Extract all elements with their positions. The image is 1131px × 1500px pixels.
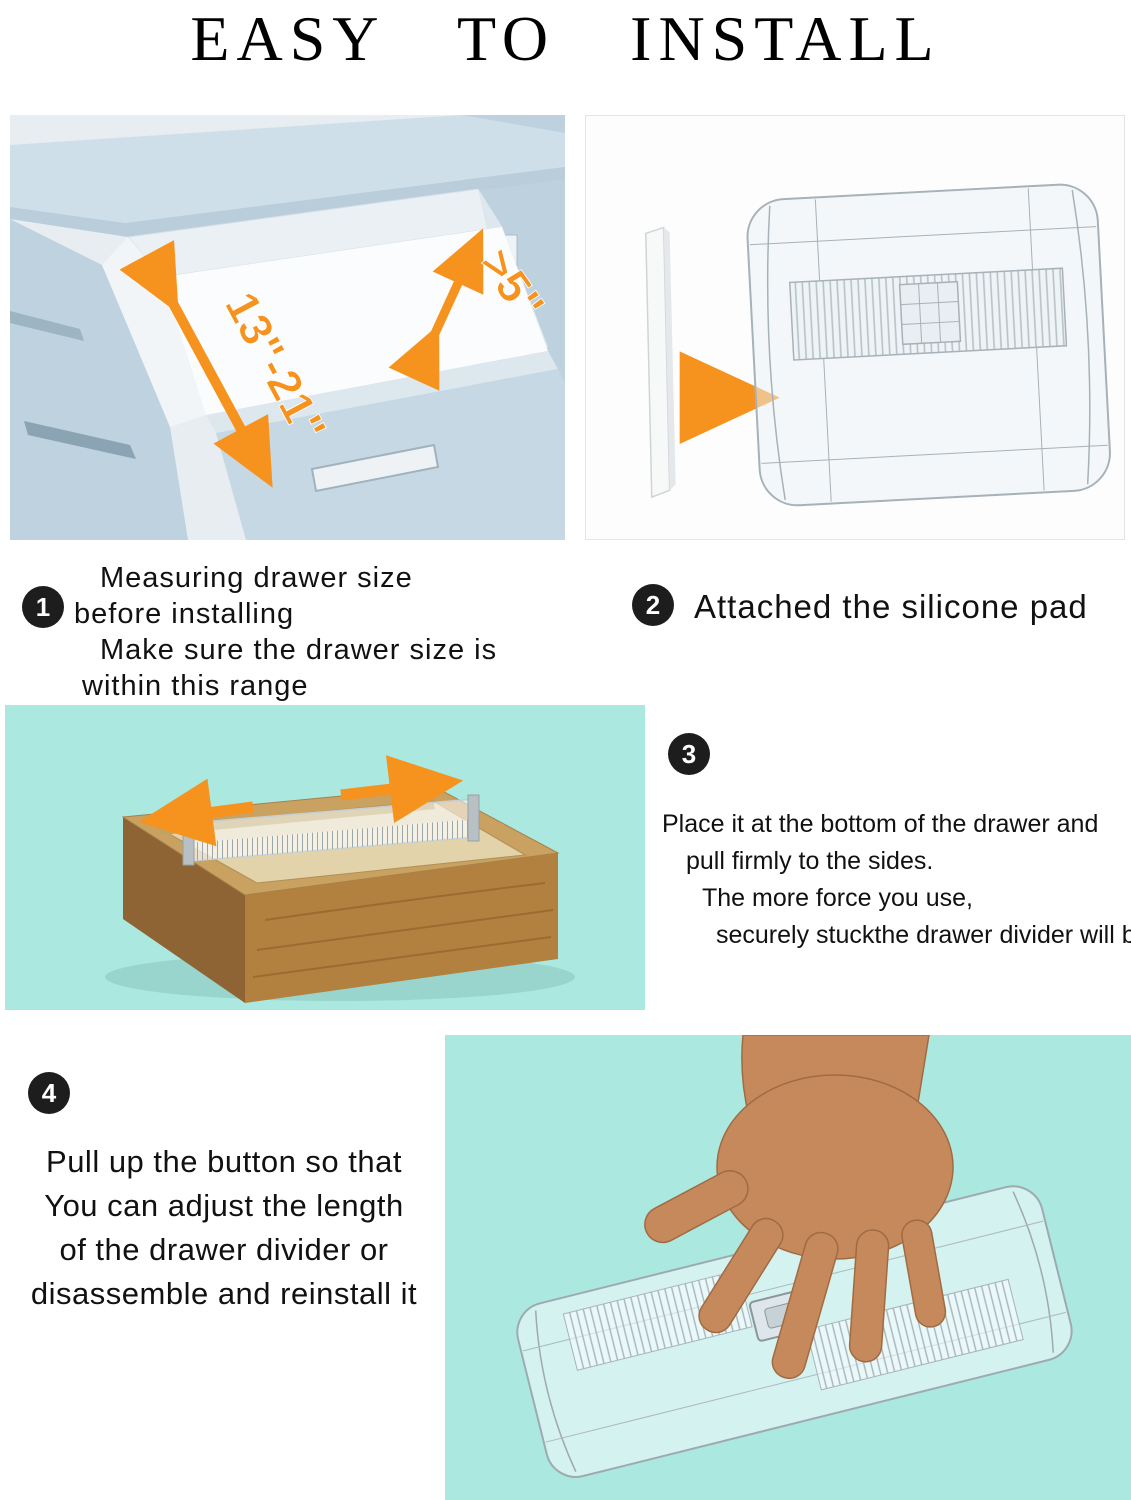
drawer-measure-panel: 13"-21" >5": [10, 115, 565, 540]
step-1-badge: 1: [22, 586, 64, 628]
step-3-line: Place it at the bottom of the drawer and: [662, 810, 1099, 838]
page-title: EASY TO INSTALL: [190, 3, 941, 74]
ring-finger: [848, 1229, 890, 1363]
step-1-line: before installing: [74, 598, 295, 630]
pinky-finger: [901, 1219, 947, 1328]
step-3-text: Place it at the bottom of the drawer and…: [656, 806, 1131, 954]
step-2-badge: 2: [632, 584, 674, 626]
middle-finger: [771, 1231, 839, 1380]
step-4-line: of the drawer divider or: [59, 1232, 389, 1267]
step-1-line: Measuring drawer size: [100, 562, 413, 594]
step-3-badge: 3: [668, 733, 710, 775]
step-3-number: 3: [681, 738, 697, 769]
step-4-number: 4: [41, 1077, 57, 1108]
silicone-pad-strip: [645, 226, 676, 499]
divider-end-bracket: [467, 794, 480, 842]
silicone-pad-illustration: [586, 116, 1124, 539]
width-arrow: [119, 240, 273, 488]
silicone-pad-panel: [585, 115, 1125, 540]
step-4-text: Pull up the button so that You can adjus…: [0, 1140, 448, 1316]
step-1-text: Measuring drawer size before installing …: [74, 560, 594, 704]
step-4-badge: 4: [28, 1072, 70, 1114]
step-2-text: Attached the silicone pad: [694, 588, 1088, 625]
wood-drawer-illustration: [5, 705, 645, 1010]
depth-arrow: [388, 228, 484, 391]
hand-button-illustration: [445, 1035, 1131, 1500]
step-3-line: pull firmly to the sides.: [686, 847, 934, 875]
drawer-handle: [310, 443, 440, 493]
drawer-measure-illustration: 13"-21" >5": [10, 115, 565, 540]
step-4-line: Pull up the button so that: [46, 1144, 402, 1179]
wood-grain: [252, 882, 554, 978]
step-3-line: securely stuckthe drawer divider will be: [716, 921, 1131, 949]
step-3-line: The more force you use,: [702, 884, 973, 912]
step-1-number: 1: [35, 591, 51, 622]
divider-outline: [746, 183, 1111, 507]
step-1-line: Make sure the drawer size is: [100, 634, 498, 666]
expand-left-arrow: [138, 778, 254, 847]
hand-button-panel: [445, 1035, 1131, 1500]
step-4-line: disassemble and reinstall it: [30, 1276, 418, 1311]
step-4-line: You can adjust the length: [44, 1188, 404, 1223]
thumb: [644, 1170, 749, 1244]
step-1-line: within this range: [82, 670, 309, 702]
divider-end-bracket: [182, 818, 195, 866]
step-2-number: 2: [645, 589, 661, 620]
wood-drawer-panel: [5, 705, 645, 1010]
expand-right-arrow: [340, 755, 464, 824]
divider-latch: [898, 280, 962, 346]
hand: [644, 1035, 954, 1380]
index-finger: [698, 1217, 784, 1334]
